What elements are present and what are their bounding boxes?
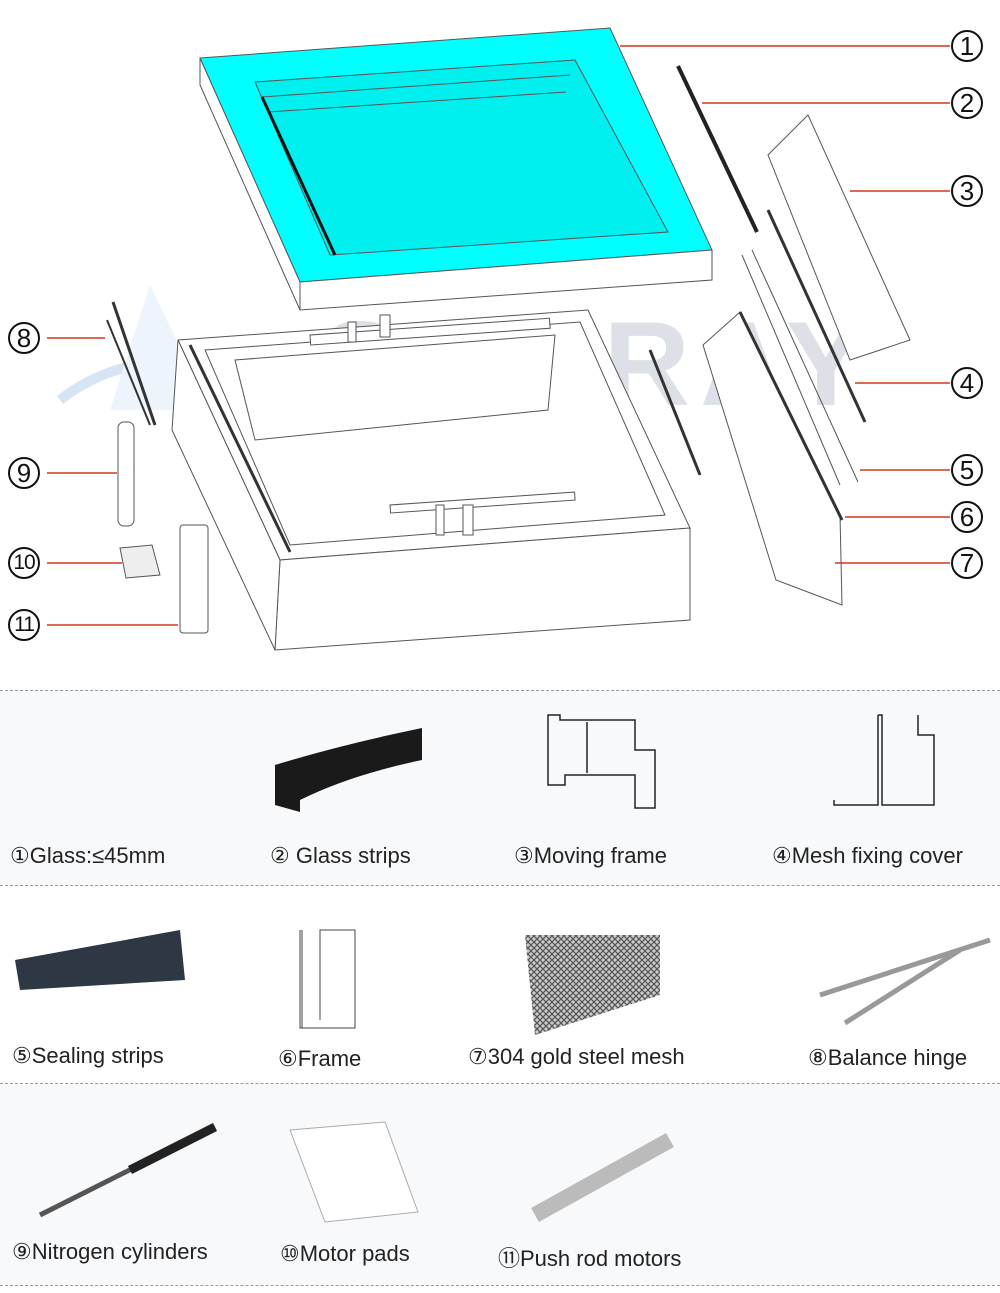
part-label-steel-mesh: ⑦304 gold steel mesh xyxy=(468,1044,685,1069)
leader-lines xyxy=(47,45,950,626)
part-label-glass-strips: ② Glass strips xyxy=(270,843,411,868)
glass-sash xyxy=(199,27,713,311)
part-label-mesh-fixing-cover: ④Mesh fixing cover xyxy=(772,843,963,868)
divider xyxy=(0,1285,1000,1286)
exploded-view: SUNRAY xyxy=(47,27,950,651)
callout-6: 6 xyxy=(951,501,983,533)
part-label-moving-frame: ③Moving frame xyxy=(514,843,667,868)
callout-5: 5 xyxy=(951,454,983,486)
divider xyxy=(0,1083,1000,1084)
part-label-frame: ⑥Frame xyxy=(278,1046,362,1071)
callout-7: 7 xyxy=(951,547,983,579)
callout-11: 11 xyxy=(8,609,40,641)
part-label-glass: ①Glass:≤45mm xyxy=(10,843,166,868)
callout-1: 1 xyxy=(951,30,983,62)
side-profiles xyxy=(106,65,911,634)
callout-10: 10 xyxy=(8,547,40,579)
divider xyxy=(0,885,1000,886)
callout-3: 3 xyxy=(951,175,983,207)
divider xyxy=(0,690,1000,691)
callout-9: 9 xyxy=(8,457,40,489)
part-label-balance-hinge: ⑧Balance hinge xyxy=(808,1045,968,1070)
part-label-push-rod-motors: ⑪Push rod motors xyxy=(498,1246,682,1271)
callout-8: 8 xyxy=(8,322,40,354)
part-label-sealing-strips: ⑤Sealing strips xyxy=(12,1043,164,1068)
callout-2: 2 xyxy=(951,87,983,119)
part-label-nitrogen-cylinders: ⑨Nitrogen cylinders xyxy=(12,1239,208,1264)
callout-4: 4 xyxy=(951,367,983,399)
part-label-motor-pads: ⑩Motor pads xyxy=(280,1241,410,1266)
frame xyxy=(171,309,691,651)
